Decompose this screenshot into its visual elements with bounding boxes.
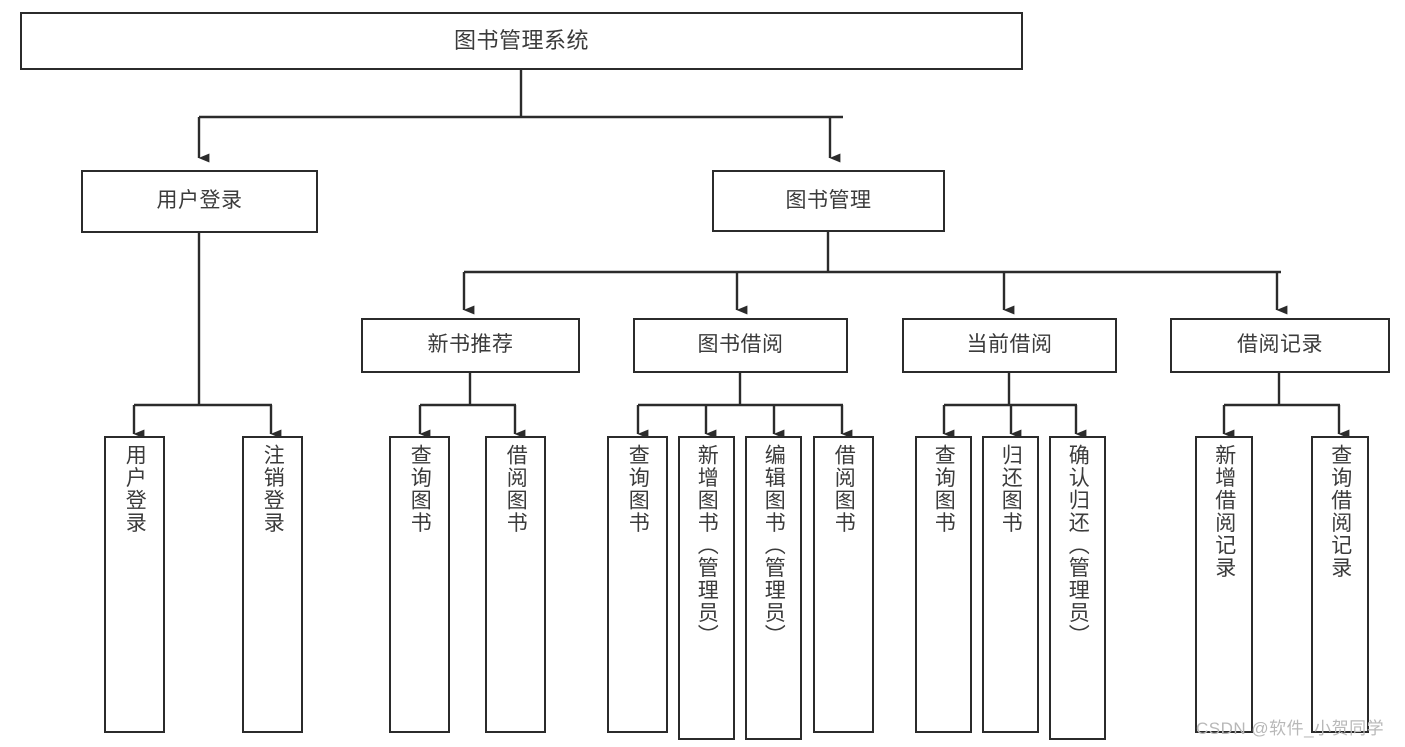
node-label: 用户登录 — [156, 189, 243, 213]
node-label: 注销登录 — [261, 444, 285, 534]
node-label: 借阅记录 — [1237, 333, 1323, 357]
leaf-query-book-borrow[interactable]: 查询图书 — [607, 436, 668, 733]
node-label: 新增图书（管理员） — [695, 444, 719, 647]
node-root-book-management-system[interactable]: 图书管理系统 — [20, 12, 1023, 70]
leaf-query-borrow-record[interactable]: 查询借阅记录 — [1311, 436, 1369, 733]
node-label: 图书管理系统 — [453, 28, 589, 54]
node-label: 借阅图书 — [504, 444, 528, 534]
leaf-borrow-book-borrow[interactable]: 借阅图书 — [813, 436, 874, 733]
node-label: 确认归还（管理员） — [1066, 444, 1090, 647]
node-label: 归还图书 — [999, 444, 1023, 534]
node-label: 查询图书 — [932, 444, 956, 534]
node-borrow-record[interactable]: 借阅记录 — [1170, 318, 1390, 373]
leaf-return-book[interactable]: 归还图书 — [982, 436, 1039, 733]
node-label: 图书借阅 — [697, 333, 784, 357]
leaf-confirm-return-admin[interactable]: 确认归还（管理员） — [1049, 436, 1106, 740]
leaf-query-book-current[interactable]: 查询图书 — [915, 436, 972, 733]
leaf-user-login[interactable]: 用户登录 — [104, 436, 165, 733]
leaf-user-logout[interactable]: 注销登录 — [242, 436, 303, 733]
node-new-book-recommend[interactable]: 新书推荐 — [361, 318, 580, 373]
leaf-query-book-recommend[interactable]: 查询图书 — [389, 436, 450, 733]
node-label: 编辑图书（管理员） — [762, 444, 786, 647]
node-label: 查询图书 — [408, 444, 432, 534]
leaf-edit-book-admin[interactable]: 编辑图书（管理员） — [745, 436, 802, 740]
leaf-borrow-book-recommend[interactable]: 借阅图书 — [485, 436, 546, 733]
leaf-add-book-admin[interactable]: 新增图书（管理员） — [678, 436, 735, 740]
node-current-borrow[interactable]: 当前借阅 — [902, 318, 1117, 373]
node-label: 新书推荐 — [427, 333, 514, 357]
csdn-watermark: CSDN @软件_小贺同学 — [1196, 719, 1385, 738]
node-label: 当前借阅 — [966, 333, 1053, 357]
node-label: 查询图书 — [626, 444, 650, 534]
node-label: 查询借阅记录 — [1328, 444, 1352, 579]
node-label: 借阅图书 — [832, 444, 856, 534]
node-user-login[interactable]: 用户登录 — [81, 170, 318, 233]
node-label: 新增借阅记录 — [1212, 444, 1236, 579]
node-label: 图书管理 — [785, 188, 872, 212]
node-book-management[interactable]: 图书管理 — [712, 170, 945, 232]
node-label: 用户登录 — [123, 444, 147, 534]
node-book-borrow[interactable]: 图书借阅 — [633, 318, 848, 373]
leaf-add-borrow-record[interactable]: 新增借阅记录 — [1195, 436, 1253, 733]
